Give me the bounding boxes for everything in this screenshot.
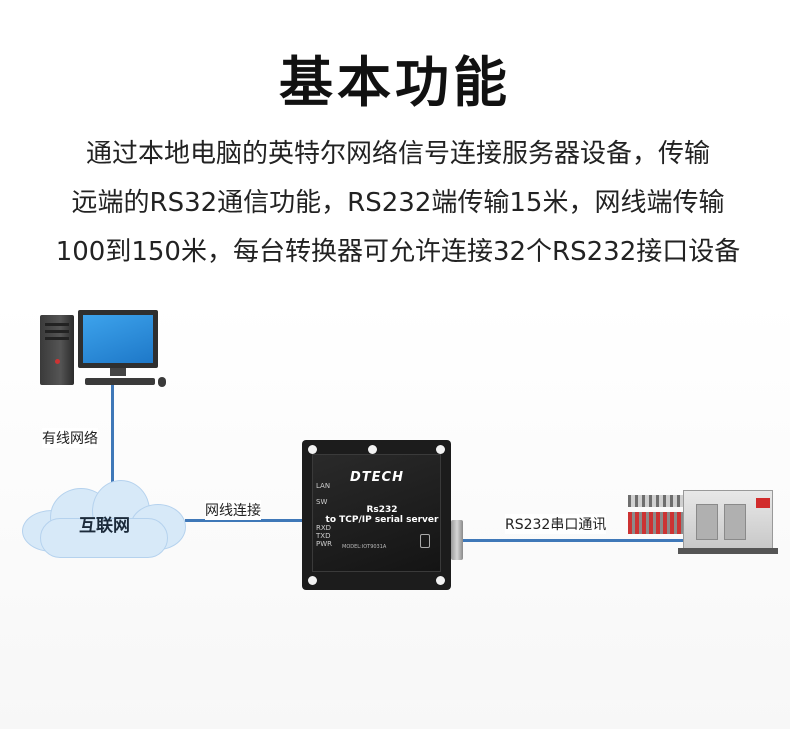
internet-to-device-wire bbox=[185, 519, 302, 522]
led-label: RXD bbox=[316, 524, 332, 532]
monitor bbox=[78, 310, 158, 368]
led-label: PWR bbox=[316, 540, 333, 548]
keyboard bbox=[85, 378, 155, 385]
device-to-machine-wire bbox=[463, 539, 688, 542]
description-line: 100到150米，每台转换器可允许连接32个RS232接口设备 bbox=[55, 237, 741, 267]
db9-connector bbox=[451, 520, 463, 560]
serial-server-device: DTECH LAN SW RXD TXD PWR Rs232 to TCP/IP… bbox=[302, 440, 451, 590]
pc-tower bbox=[40, 315, 74, 385]
computer-icon bbox=[40, 310, 170, 392]
industrial-machine-icon bbox=[628, 490, 778, 560]
description-line: 通过本地电脑的英特尔网络信号连接服务器设备，传输 bbox=[85, 139, 710, 169]
mouse bbox=[158, 377, 166, 387]
serial-comm-label: RS232串口通讯 bbox=[505, 514, 607, 534]
led-label: LAN bbox=[316, 482, 331, 490]
description-line: 远端的RS32通信功能，RS232端传输15米，网线端传输 bbox=[71, 188, 725, 218]
device-model: MODEL:IOT9031A bbox=[342, 544, 387, 550]
led-label: TXD bbox=[316, 532, 331, 540]
device-name-line: to TCP/IP serial server bbox=[325, 515, 439, 525]
cable-connection-label: 网线连接 bbox=[205, 500, 261, 520]
device-brand: DTECH bbox=[350, 470, 404, 485]
internet-cloud-icon: 互联网 bbox=[22, 480, 187, 560]
page-title: 基本功能 bbox=[279, 51, 511, 114]
device-name: Rs232 to TCP/IP serial server bbox=[322, 505, 442, 525]
wired-network-label: 有线网络 bbox=[42, 428, 98, 448]
description-block: 通过本地电脑的英特尔网络信号连接服务器设备，传输 远端的RS32通信功能，RS2… bbox=[18, 130, 778, 277]
pc-to-internet-wire bbox=[111, 385, 114, 485]
led-label: SW bbox=[316, 498, 328, 506]
device-port bbox=[420, 534, 430, 548]
internet-label: 互联网 bbox=[79, 516, 130, 536]
device-name-line: Rs232 bbox=[366, 505, 398, 515]
